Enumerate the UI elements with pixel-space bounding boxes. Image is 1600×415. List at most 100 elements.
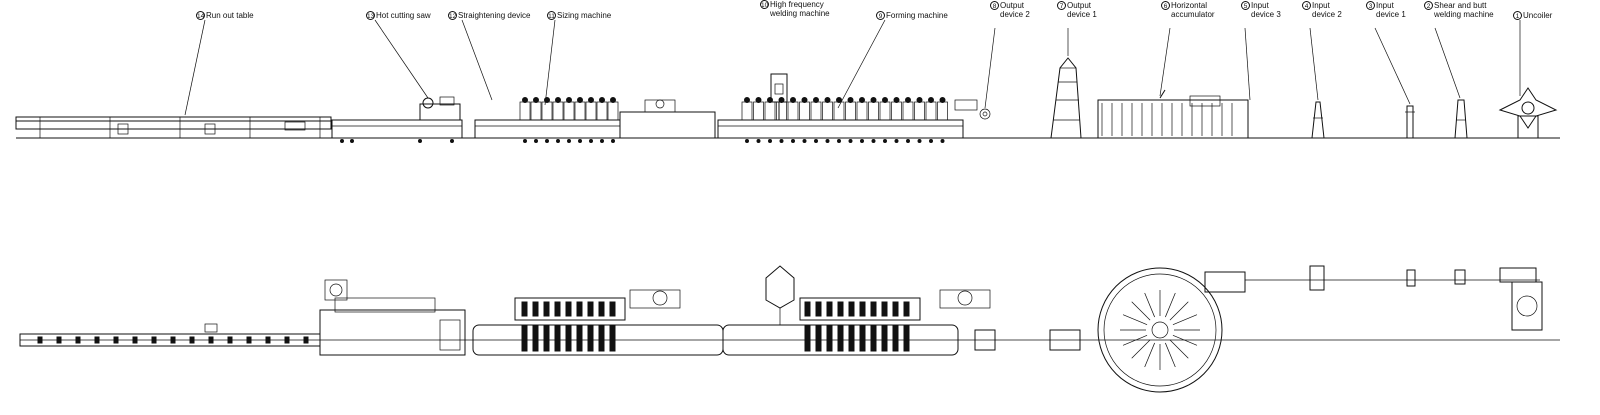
accumulator-spoke [1144,342,1155,368]
accumulator-spoke [1169,301,1189,321]
roll-stand-motor [755,97,762,103]
sizing-machine-plan [472,289,724,356]
roll-stand-motor [801,97,808,103]
run-out-roller [227,336,233,344]
roll-stand [764,101,776,121]
foot-bolt [578,139,582,143]
run-out-roller [94,336,100,344]
foot-bolt [814,139,818,143]
hot-cutting-saw-plan [319,279,466,356]
roll-stand-motor [744,97,750,103]
roll-stand [519,101,531,121]
foot-bolt [791,139,795,143]
roll-stand [902,101,914,121]
roll-stand-plan-top [837,301,844,317]
foot-bolt [556,139,560,143]
roll-stand-motor [870,97,877,103]
foot-bolt [906,139,910,143]
roll-stand [891,101,902,121]
roll-stand-plan-top [554,301,561,317]
accumulator-spoke [1172,335,1198,346]
input-device-1-plan [1406,269,1416,287]
run-out-roller [189,336,195,344]
horizontal-accumulator-plan [1097,267,1223,393]
accumulator-spoke [1131,339,1151,359]
roll-stand-plan [837,324,844,352]
roll-stand [856,101,868,121]
roll-stand [787,101,799,121]
roll-stand-plan-top [815,301,822,317]
label-text: High frequency welding machine [770,0,830,18]
roll-stand [799,101,810,121]
label-number: 5 [1241,1,1250,10]
foot-bolt [848,139,853,143]
run-out-roller [113,336,119,344]
shear-welder-elevation [1454,99,1468,139]
roll-stand-plan [815,324,822,352]
roll-stand-plan-top [543,301,550,317]
roll-stand-plan [543,324,550,352]
roll-stand-plan-top [881,301,888,317]
foot-bolt [929,139,933,143]
roll-stand [552,101,564,121]
foot-bolt [567,139,571,143]
roll-stand [937,101,948,121]
roll-stand-motor [599,97,605,103]
roll-stand [541,101,553,121]
roll-stand-plan [532,324,539,352]
label-text: Input device 3 [1251,1,1281,19]
label-text: Hot cutting saw [376,11,431,20]
input-device-2-elevation [1311,101,1325,139]
roll-stand [914,101,925,121]
roll-stand-motor [610,97,616,103]
roll-stand [845,101,856,121]
shear-welder-plan [1454,269,1466,285]
roll-stand-plan-top [892,301,899,317]
roll-stand-plan-top [870,301,877,317]
roll-stand-plan [598,324,605,352]
roll-stand-motor [893,97,900,103]
label-number: 4 [1302,1,1311,10]
accumulator-spoke [1144,292,1155,318]
foot-bolt [894,139,899,143]
accumulator-spoke [1131,301,1151,321]
label-text: Output device 1 [1067,1,1097,19]
foot-bolt [860,139,864,143]
foot-bolt [600,139,604,143]
roll-stand-plan [892,324,899,352]
foot-bolt [802,139,807,143]
forming-machine-plan [722,265,991,356]
foot-bolt [589,139,593,143]
roll-stand-plan [565,324,572,352]
label-number: 10 [760,0,769,9]
roll-stand [741,101,753,121]
roll-stand [776,101,787,121]
roll-stand [925,101,937,121]
run-out-roller [284,336,290,344]
run-out-roller [303,336,309,344]
run-out-table-elevation [15,116,332,138]
foot-bolt [756,139,761,143]
roll-stand [868,101,879,121]
roll-stand-plan [859,324,866,352]
foot-bolt [534,139,538,143]
roll-stand [563,101,575,121]
sizing-machine-elevation [474,97,716,143]
label-text: Shear and butt welding machine [1434,1,1494,19]
label-number: 7 [1057,1,1066,10]
foot-bolt [825,139,830,143]
label-number: 9 [876,11,885,20]
roll-stand-motor [778,97,785,103]
plan-view [19,265,1560,393]
